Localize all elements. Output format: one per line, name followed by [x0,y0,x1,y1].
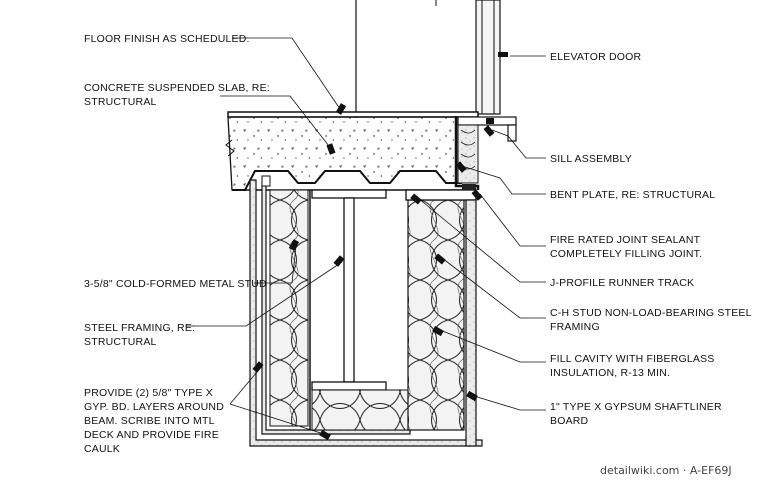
joint-sealant [462,184,476,190]
gypsum-shaftliner [465,199,477,447]
label-gyp-layers: PROVIDE (2) 5/8" TYPE X GYP. BD. LAYERS … [84,387,227,455]
steel-beam [311,189,387,391]
label-metal-stud: 3-5/8" COLD-FORMED METAL STUD [84,278,267,290]
label-steel-framing: STEEL FRAMING, RE: STRUCTURAL [84,322,198,348]
label-floor-finish: FLOOR FINISH AS SCHEDULED. [84,33,250,45]
label-joint-sealant: FIRE RATED JOINT SEALANT COMPLETELY FILL… [550,234,703,260]
watermark: detailwiki.com · A-EF69J [600,464,732,477]
label-sill-assembly: SILL ASSEMBLY [550,153,632,165]
concrete-slab [225,116,459,191]
leader-lines [186,37,546,441]
ch-stud-insulation [407,199,465,431]
label-elevator-door: ELEVATOR DOOR [550,51,642,63]
label-concrete-slab: CONCRETE SUSPENDED SLAB, RE: STRUCTURAL [84,82,273,108]
elevator-door [355,0,508,118]
beam-bottom-insulation [311,389,409,431]
left-stud-insulation [269,189,309,427]
label-insulation: FILL CAVITY WITH FIBERGLASS INSULATION, … [550,353,718,379]
floor-finish [227,111,479,118]
label-runner-track: J-PROFILE RUNNER TRACK [550,277,694,289]
label-shaftliner: 1" TYPE X GYPSUM SHAFTLINER BOARD [550,401,725,427]
label-ch-stud: C-H STUD NON-LOAD-BEARING STEEL FRAMING [550,307,754,333]
metal-deck [232,170,462,191]
label-bent-plate: BENT PLATE, RE: STRUCTURAL [550,189,715,201]
